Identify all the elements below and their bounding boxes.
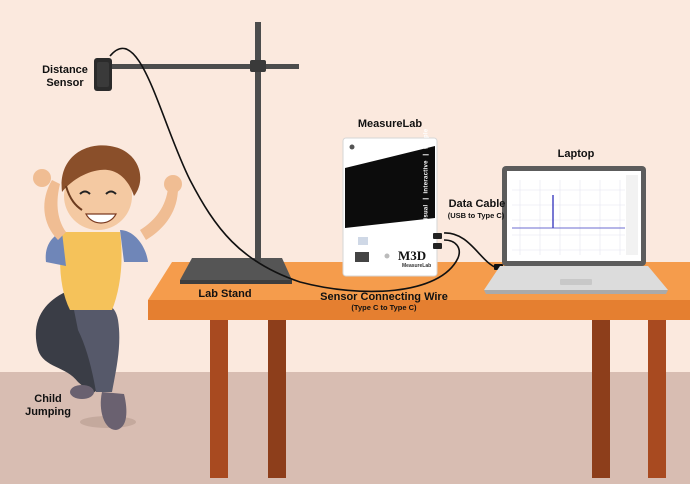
measurelab-device (342, 137, 442, 277)
label-child-jumping: Child Jumping (25, 393, 71, 418)
label-distance-sensor: Distance Sensor (42, 64, 88, 89)
label-lab-stand: Lab Stand (198, 288, 252, 300)
device-side-text: visual interactive simple (422, 128, 430, 224)
label-laptop: Laptop (557, 148, 595, 160)
distance-sensor (94, 58, 112, 91)
label-sensor-connecting-wire-sub: (Type C to Type C) (351, 303, 417, 312)
child-figure (33, 145, 182, 430)
device-black-panel (345, 146, 435, 228)
laptop (484, 166, 668, 294)
data-cable (443, 232, 498, 269)
device-logo: M3D (398, 248, 427, 263)
label-data-cable-sub: (USB to Type C) (447, 211, 505, 220)
label-measurelab: MeasureLab (357, 118, 423, 130)
label-data-cable: Data Cable (448, 198, 506, 210)
device-logo-sub: MeasureLab (402, 263, 432, 269)
sensor-connecting-wire (109, 47, 460, 293)
label-sensor-connecting-wire: Sensor Connecting Wire (320, 291, 448, 303)
